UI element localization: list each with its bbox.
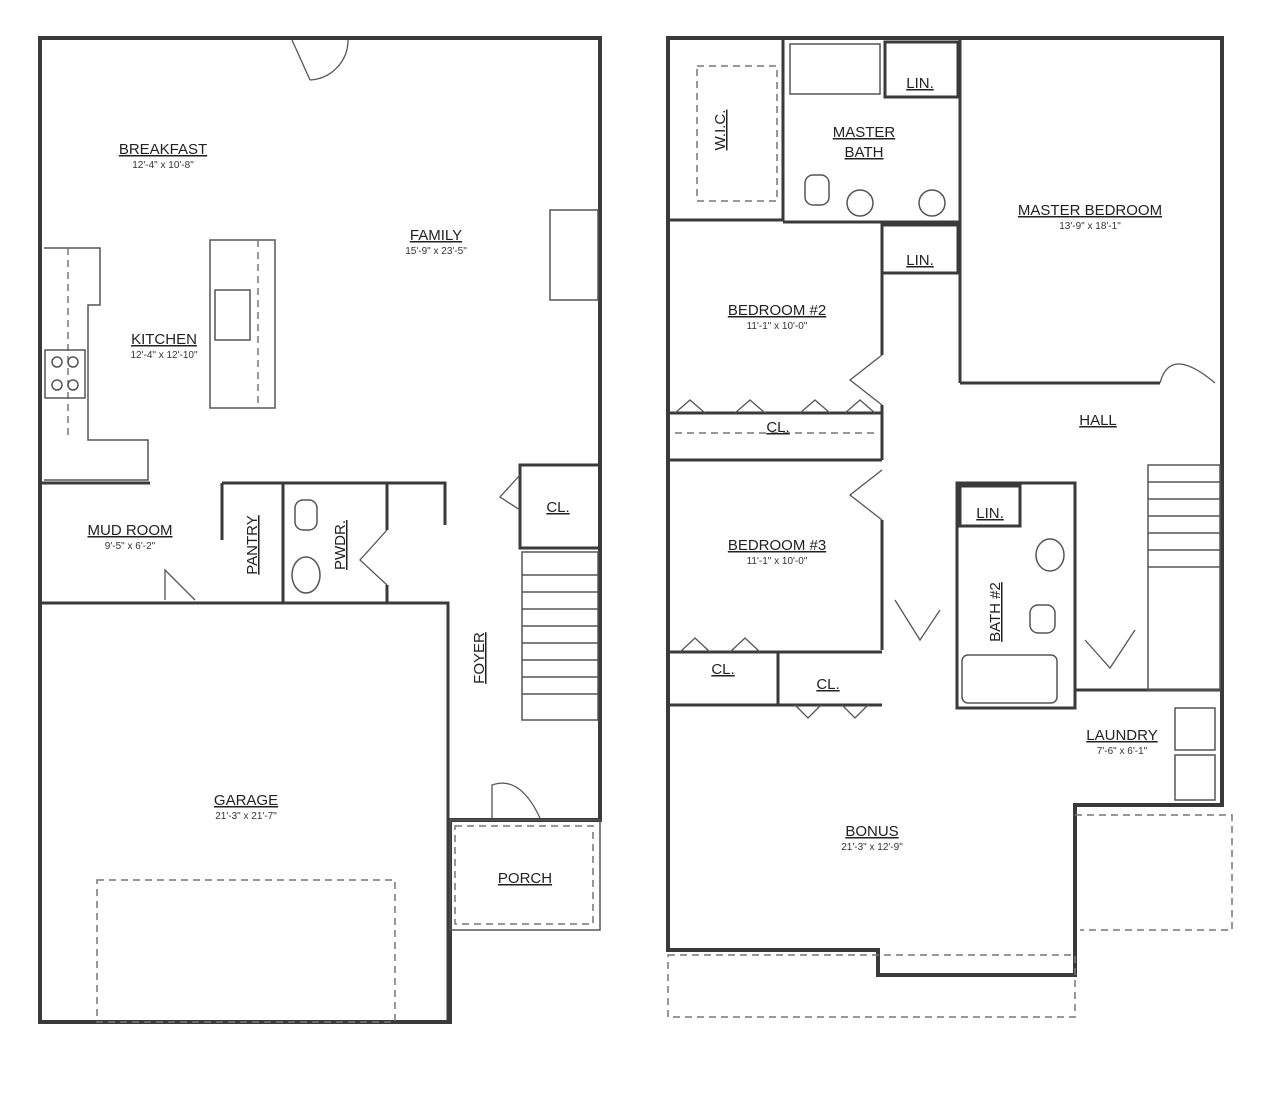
bedroom3-door: [848, 469, 883, 521]
linen-bath2: [958, 484, 1022, 528]
stairs-first-floor: [521, 551, 599, 721]
kitchen-dims: 12'-4" x 12'-10": [130, 350, 198, 361]
linen-master-label: LIN.: [906, 75, 934, 92]
master-bath-label-1: MASTER: [833, 124, 896, 141]
stairs-second-floor: [1147, 464, 1221, 691]
foyer-label: FOYER: [471, 632, 488, 684]
kitchen-sink: [214, 289, 251, 341]
breakfast-label: BREAKFAST: [119, 141, 207, 158]
porch-outline: [449, 819, 601, 931]
bedroom3-dims: 11'-1" x 10'-0": [747, 556, 808, 567]
washer: [1174, 707, 1216, 751]
bath2-label: BATH #2: [987, 582, 1004, 642]
laundry-dims: 7'-6" x 6'-1": [1097, 746, 1148, 757]
bath2: [955, 481, 1077, 710]
rear-door: [291, 39, 349, 81]
front-door: [491, 782, 541, 819]
pantry-label: PANTRY: [244, 515, 261, 574]
dryer: [1174, 754, 1216, 801]
bedroom2-dims: 11'-1" x 10'-0": [747, 321, 808, 332]
toilet-master: [804, 174, 830, 206]
porch-rail: [454, 825, 594, 925]
kitchen-label: KITCHEN: [131, 331, 197, 348]
second-floor-plan: W.I.C. LIN. MASTER BATH MASTER BEDROOM 1…: [666, 36, 1233, 1018]
toilet-bath2: [1029, 604, 1056, 634]
bonus-label: BONUS: [845, 823, 898, 840]
laundry-wall: [1073, 688, 1222, 708]
bedroom3-closet-label: CL.: [711, 661, 734, 678]
wic-shelf: [696, 65, 778, 202]
toilet-powder: [294, 499, 318, 531]
bath2-door: [894, 599, 941, 642]
laundry-label: LAUNDRY: [1086, 727, 1157, 744]
master-bath-label-2: BATH: [845, 144, 884, 161]
powder-door: [359, 529, 388, 586]
family-label: FAMILY: [410, 227, 462, 244]
bathtub-bath2: [961, 654, 1058, 704]
bedroom2-door: [848, 354, 883, 406]
mudroom-door: [164, 568, 196, 601]
master-shower: [789, 43, 881, 95]
porch-label: PORCH: [498, 870, 552, 887]
sink-master-2: [918, 189, 946, 217]
linen-master: [883, 40, 960, 99]
master-bedroom-door: [1159, 363, 1216, 384]
second-floor-exterior-wall: [666, 36, 1224, 977]
range-stove: [44, 349, 86, 399]
wic-wall: [668, 38, 785, 222]
foyer-closet: [518, 463, 602, 550]
bedroom3-closet-doors: [679, 637, 761, 653]
garage-label: GARAGE: [214, 792, 278, 809]
hall-closet-label: CL.: [816, 676, 839, 693]
laundry-door: [1084, 629, 1136, 670]
fireplace: [549, 209, 599, 301]
garage-door: [96, 879, 396, 1023]
kitchen-island: [209, 239, 276, 409]
bedroom2-closet-doors: [674, 399, 876, 414]
lower-roof-outline: [667, 954, 1076, 1018]
bedroom3-label: BEDROOM #3: [728, 537, 826, 554]
linen-hall-label: LIN.: [906, 252, 934, 269]
wic-label: W.I.C.: [712, 110, 729, 151]
mud-room-dims: 9'-5" x 6'-2": [105, 541, 156, 552]
mud-room-label: MUD ROOM: [88, 522, 173, 539]
sink-powder: [291, 556, 321, 594]
porch-roof-outline: [1075, 814, 1233, 931]
stair-treads-upper: [1148, 481, 1220, 568]
linen-bath2-label: LIN.: [976, 505, 1004, 522]
powder-label: PWDR.: [332, 520, 349, 570]
bedroom2-label: BEDROOM #2: [728, 302, 826, 319]
first-floor-plan: BREAKFAST 12'-4" x 10'-8" FAMILY 15'-9" …: [38, 36, 602, 1024]
kitchen-counter: [44, 247, 149, 481]
family-dims: 15'-9" x 23'-5": [405, 246, 467, 257]
hall-label: HALL: [1079, 412, 1117, 429]
foyer-closet-label: CL.: [546, 499, 569, 516]
master-bedroom-label: MASTER BEDROOM: [1018, 202, 1162, 219]
bonus-dims: 21'-3" x 12'-9": [841, 842, 903, 853]
garage-dims: 21'-3" x 21'-7": [215, 811, 277, 822]
sink-master-1: [846, 189, 874, 217]
bonus-closet-doors: [794, 704, 869, 719]
bedroom2-closet-label: CL.: [766, 419, 789, 436]
garage-top-wall: [40, 601, 450, 1022]
mudroom-pantry-wall: [222, 481, 447, 525]
master-bedroom-dims: 13'-9" x 18'-1": [1059, 221, 1121, 232]
breakfast-dims: 12'-4" x 10'-8": [132, 160, 194, 171]
foyer-closet-door: [499, 474, 521, 511]
stair-treads: [522, 574, 598, 695]
sink-bath2: [1035, 538, 1065, 572]
